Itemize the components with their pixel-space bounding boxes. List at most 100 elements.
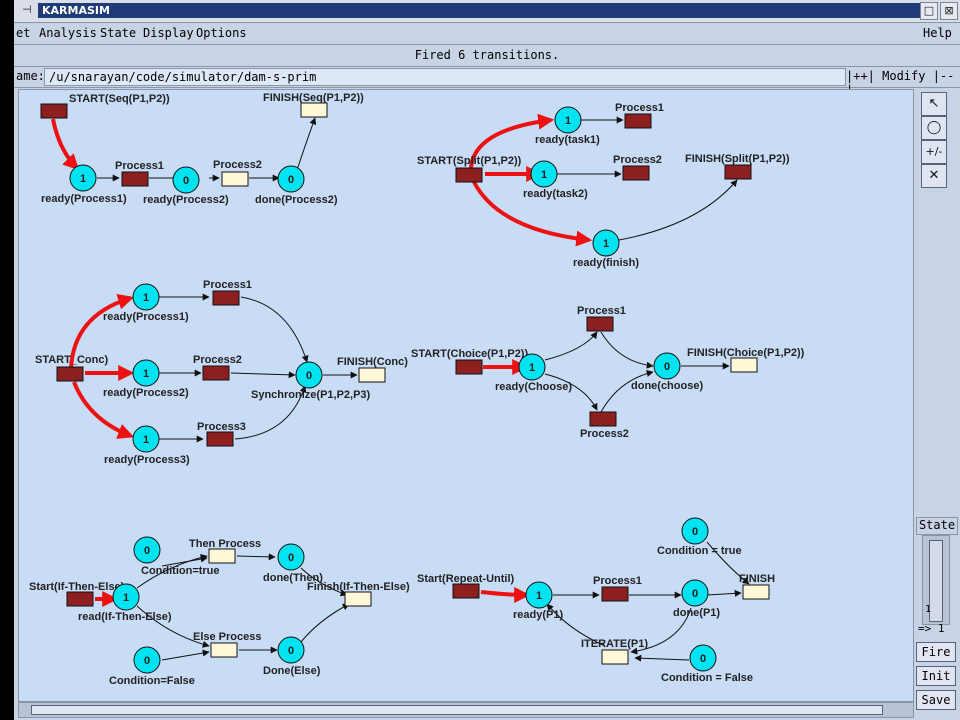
conc-arcs [69, 293, 358, 443]
menu-display[interactable]: Display [143, 26, 194, 40]
conc-process2-label: Process2 [193, 354, 242, 366]
ru-ready-token: 1 [536, 590, 542, 602]
seq-finish-transition[interactable] [300, 102, 328, 118]
split-task1-label: ready(task1) [535, 134, 600, 146]
conc-process2-transition[interactable] [202, 365, 230, 381]
seq-process1-transition[interactable] [121, 171, 149, 187]
window-title: KARMASIM [38, 3, 924, 18]
karmasim-window: ⊣ KARMASIM □ ⊠ et Analysis State Display… [14, 0, 960, 720]
filename-field[interactable]: /u/snarayan/code/simulator/dam-s-prim [44, 68, 846, 86]
ru-iterate-transition[interactable] [601, 649, 629, 665]
seq-process2-transition[interactable] [221, 171, 249, 187]
menu-analysis[interactable]: Analysis [39, 26, 97, 40]
conc-finish-label: FINISH(Conc) [337, 356, 408, 368]
conc-ready2-place[interactable] [132, 359, 160, 387]
split-finish-place-label: ready(finish) [573, 257, 639, 269]
split-task2-token: 1 [541, 169, 547, 181]
ru-cond-false-label: Condition = False [661, 672, 753, 684]
seq-start-transition[interactable] [40, 103, 68, 119]
choice-done-place[interactable] [653, 352, 681, 380]
choice-done-label: done(choose) [631, 380, 703, 392]
state-slider-value: 1 [925, 604, 932, 615]
conc-process3-transition[interactable] [206, 431, 234, 447]
split-process2-transition[interactable] [622, 165, 650, 181]
conc-ready1-place[interactable] [132, 283, 160, 311]
choice-done-token: 0 [664, 361, 670, 373]
ite-done-else-place[interactable] [277, 636, 305, 664]
maximize-button[interactable]: ⊠ [940, 2, 958, 20]
ru-ready-place[interactable] [525, 581, 553, 609]
choice-start-label: START(Choice(P1,P2)) [411, 348, 528, 360]
conc-start-transition[interactable] [56, 366, 84, 382]
ru-done-place[interactable] [681, 579, 709, 607]
menu-state[interactable]: State [100, 26, 137, 40]
place-tool-icon[interactable]: ◯ [921, 116, 947, 140]
fire-button[interactable]: Fire [916, 642, 956, 662]
seq-done2-token: 0 [288, 174, 294, 186]
ru-process1-transition[interactable] [601, 586, 629, 602]
menu-options[interactable]: Options [196, 26, 247, 40]
ite-read-place[interactable] [112, 583, 140, 611]
choice-process2-label: Process2 [580, 428, 629, 440]
ru-cond-true-token: 0 [692, 526, 698, 538]
pointer-tool-icon[interactable]: ↖ [921, 92, 947, 116]
ite-finish-transition[interactable] [344, 591, 372, 607]
ru-cond-false-place[interactable] [689, 644, 717, 672]
conc-ready3-place[interactable] [132, 425, 160, 453]
ite-done-then-place[interactable] [277, 543, 305, 571]
ite-cond-true-place[interactable] [133, 536, 161, 564]
ite-then-transition[interactable] [208, 548, 236, 564]
ite-done-else-label: Done(Else) [263, 665, 321, 677]
choice-finish-transition[interactable] [730, 357, 758, 373]
conc-ready3-token: 1 [143, 434, 149, 446]
ru-start-label: Start(Repeat-Until) [417, 573, 515, 585]
choice-ready-place[interactable] [518, 353, 546, 381]
choice-process2-transition[interactable] [589, 411, 617, 427]
choice-start-transition[interactable] [455, 359, 483, 375]
conc-ready1-label: ready(Process1) [103, 311, 189, 323]
token-plus-minus-tool[interactable]: +/- [921, 140, 947, 164]
ru-start-transition[interactable] [452, 583, 480, 599]
ite-start-transition[interactable] [66, 591, 94, 607]
state-slider-knob[interactable] [929, 540, 943, 622]
horizontal-scrollbar[interactable] [18, 702, 914, 718]
title-bar: ⊣ KARMASIM □ ⊠ [14, 0, 960, 23]
choice-arcs [483, 331, 730, 413]
conc-finish-transition[interactable] [358, 367, 386, 383]
ite-done-then-token: 0 [288, 552, 294, 564]
menu-net[interactable]: et [16, 26, 31, 40]
ru-iterate-label: ITERATE(P1) [581, 638, 648, 650]
ite-cond-true-label: Condition=true [141, 565, 220, 577]
window-menu-icon[interactable]: ⊣ [22, 3, 32, 16]
conc-sync-place[interactable] [295, 361, 323, 389]
name-label: ame: [16, 69, 45, 83]
ru-finish-transition[interactable] [742, 584, 770, 600]
split-process1-transition[interactable] [624, 113, 652, 129]
menu-help[interactable]: Help [923, 26, 952, 40]
choice-ready-label: ready(Choose) [495, 381, 572, 393]
ite-cond-false-place[interactable] [133, 646, 161, 674]
seq-ready2-place[interactable] [172, 166, 200, 194]
delete-tool-icon[interactable]: ✕ [921, 164, 947, 188]
split-task2-place[interactable] [530, 160, 558, 188]
ite-then-label: Then Process [189, 538, 261, 550]
conc-process1-transition[interactable] [212, 290, 240, 306]
minimize-button[interactable]: □ [920, 2, 938, 20]
init-button[interactable]: Init [916, 666, 956, 686]
ite-else-transition[interactable] [210, 642, 238, 658]
scrollbar-thumb[interactable] [31, 705, 883, 715]
choice-process1-transition[interactable] [586, 316, 614, 332]
save-button[interactable]: Save [916, 690, 956, 710]
state-slider[interactable]: 1 [922, 535, 950, 625]
ru-cond-false-token: 0 [700, 653, 706, 665]
seq-done2-place[interactable] [277, 165, 305, 193]
split-start-transition[interactable] [455, 167, 483, 183]
seq-ready1-place[interactable] [69, 164, 97, 192]
ru-done-token: 0 [692, 588, 698, 600]
menu-bar: et Analysis State Display Options Help [14, 23, 960, 45]
split-task1-place[interactable] [554, 106, 582, 134]
split-finish-place[interactable] [592, 229, 620, 257]
petri-net-canvas[interactable]: START(Seq(P1,P2)) Process1 Process2 FINI… [18, 89, 914, 702]
ru-cond-true-place[interactable] [681, 517, 709, 545]
split-finish-transition[interactable] [724, 164, 752, 180]
